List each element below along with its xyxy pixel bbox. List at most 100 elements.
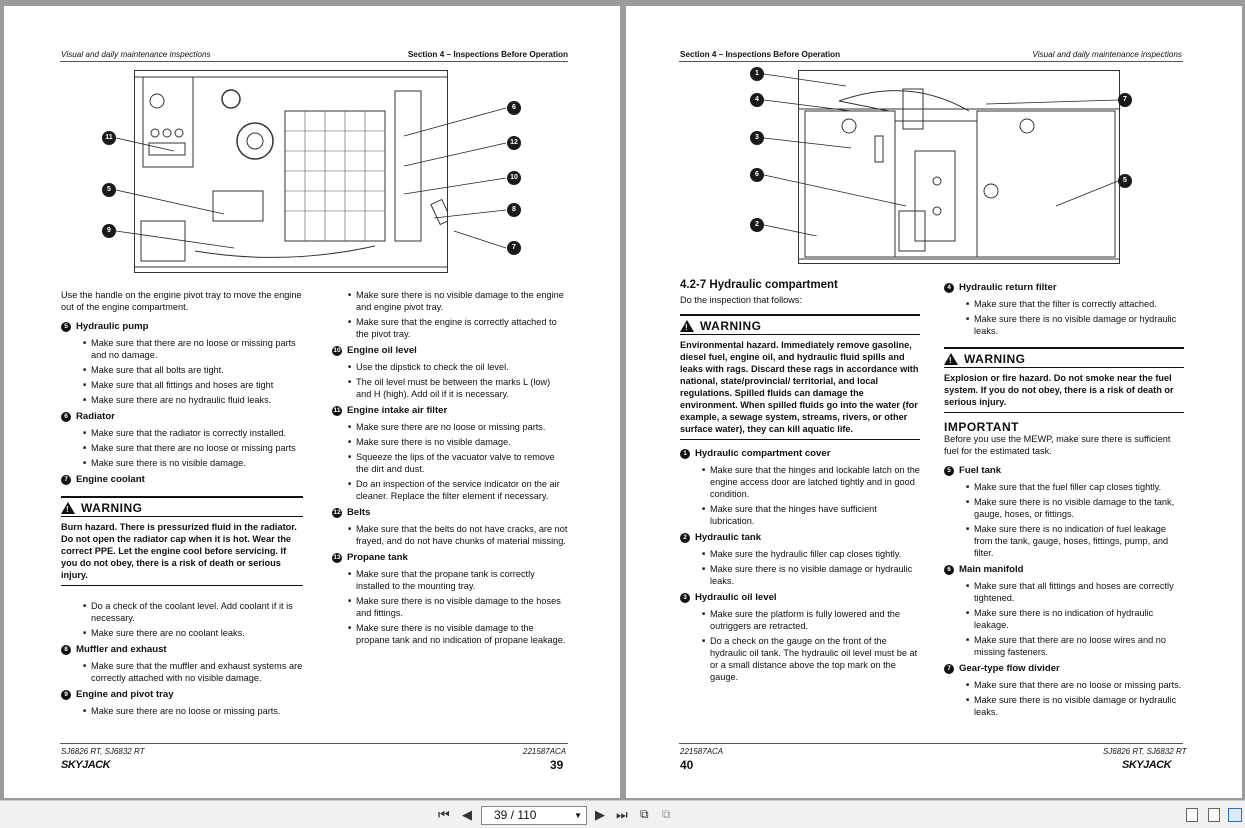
bullet-list: Make sure that the propane tank is corre… [348,568,568,646]
viewer-toolbar: ⏮ ◀ 39 / 110 ▼ ▶ ⏭ ⧉ ⧉ [0,800,1245,828]
item-title: Gear-type flow divider [959,663,1060,674]
callout-marker: 11 [102,131,116,145]
callout-marker: 6 [507,101,521,115]
bullet-item: Make sure that the propane tank is corre… [348,568,568,592]
section-title: 4.2-7 Hydraulic compartment [680,279,838,291]
callout-marker: 9 [102,224,116,238]
item-title: Fuel tank [959,465,1002,476]
bullet-item: Make sure that the filter is correctly a… [966,298,1184,310]
skyjack-logo: SKYJACK [1122,759,1172,771]
bullet-item: Make sure that the muffler and exhaust s… [83,660,303,684]
left-callout-leaders [115,107,507,249]
item-number: 10 [332,346,342,356]
callout-marker: 5 [1118,174,1132,188]
intro-text: Use the handle on the engine pivot tray … [61,290,302,312]
warning-title: WARNING [680,316,920,335]
warning-triangle-icon [61,502,75,516]
item-number: 3 [680,593,690,603]
bullet-item: Make sure that there are no loose or mis… [966,679,1184,691]
item-title: Main manifold [959,564,1024,575]
item-number: 2 [680,533,690,543]
first-page-icon[interactable]: ⏮ [438,807,450,822]
callout-marker: 8 [507,203,521,217]
bullet-list: Make sure that there are no loose or mis… [966,679,1184,718]
bullet-item: Make sure that the radiator is correctly… [83,427,303,439]
bullet-item: Do a check on the gauge on the front of … [702,635,920,683]
bullet-item: Make sure that all bolts are tight. [83,364,303,376]
bullet-item: Make sure that the hinges have sufficien… [702,503,920,527]
bullet-list: Use the dipstick to check the oil level.… [348,361,568,400]
warning-triangle-icon [944,353,958,367]
bullet-item: Make sure that there are no loose wires … [966,634,1184,658]
bullet-item: Squeeze the lips of the vacuator valve t… [348,451,568,475]
item-title: Hydraulic return filter [959,282,1057,293]
hydraulic-diagram [799,71,1119,263]
item-number: 9 [61,690,71,700]
previous-page-icon[interactable]: ◀ [462,807,472,822]
bullet-list: Make sure that the filter is correctly a… [966,298,1184,337]
left-page-column-1: Use the handle on the engine pivot tray … [61,289,303,720]
bullet-list: Make sure there is no visible damage to … [348,289,568,340]
bullet-item: Make sure the platform is fully lowered … [702,608,920,632]
bullet-list: Make sure that the belts do not have cra… [348,523,568,547]
right-header-left: Section 4 – Inspections Before Operation [680,50,841,59]
warning-box: WARNING Burn hazard. There is pressurize… [61,496,303,586]
left-footer-docnum: 221587ACA [523,747,567,756]
item-number: 6 [944,565,954,575]
page-number-input[interactable]: 39 / 110 ▼ [481,806,587,825]
bullet-item: Make sure there is no visible damage to … [348,622,568,646]
item-number: 7 [61,475,71,485]
item-number: 5 [61,322,71,332]
two-page-view-icon[interactable] [1228,808,1242,822]
important-body: Before you use the MEWP, make sure there… [944,434,1171,456]
item-title: Muffler and exhaust [76,644,167,655]
callout-marker: 7 [507,241,521,255]
fit-page-icon[interactable]: ⧉ [640,807,649,821]
callout-marker: 2 [750,218,764,232]
bullet-list: Make sure that the muffler and exhaust s… [83,660,303,684]
bullet-item: Make sure that the hinges and lockable l… [702,464,920,500]
left-page-number: 39 [550,758,564,772]
bullet-item: Do a check of the coolant level. Add coo… [83,600,303,624]
warning-triangle-icon [680,320,694,334]
item-number: 7 [944,664,954,674]
last-page-icon[interactable]: ⏭ [616,807,628,822]
bullet-list: Make sure that the hinges and lockable l… [702,464,920,527]
right-footer-rule [679,743,1183,744]
right-page-number: 40 [680,758,694,772]
fit-width-icon[interactable]: ⧉ [662,807,671,821]
item-number: 5 [944,466,954,476]
bullet-item: Make sure that the belts do not have cra… [348,523,568,547]
item-title: Belts [347,507,371,518]
left-page-column-2: Make sure there is no visible damage to … [332,289,568,649]
warning-body: Burn hazard. There is pressurized fluid … [61,521,303,586]
page-indicator: 39 / 110 [494,808,537,822]
right-header-rule [679,61,1183,62]
right-callout-leaders [763,73,1119,236]
continuous-view-icon[interactable] [1208,808,1220,822]
right-footer-docnum: 221587ACA [680,747,724,756]
bullet-list: Make sure the hydraulic filler cap close… [702,548,920,587]
item-heading: 6 Main manifold [944,564,1184,576]
item-title: Engine intake air filter [347,405,448,416]
item-title: Hydraulic pump [76,321,149,332]
warning-title-text: WARNING [81,501,143,515]
dropdown-caret-icon[interactable]: ▼ [574,811,582,820]
item-heading: 5 Fuel tank [944,465,1184,477]
next-page-icon[interactable]: ▶ [595,807,605,822]
bullet-item: Make sure that the fuel filler cap close… [966,481,1184,493]
warning-title-text: WARNING [964,352,1026,366]
warning-body: Explosion or fire hazard. Do not smoke n… [944,372,1184,413]
bullet-item: Make sure there are no loose or missing … [83,705,303,717]
engine-compartment-figure [134,70,448,273]
callout-marker: 6 [750,168,764,182]
single-page-view-icon[interactable] [1186,808,1198,822]
